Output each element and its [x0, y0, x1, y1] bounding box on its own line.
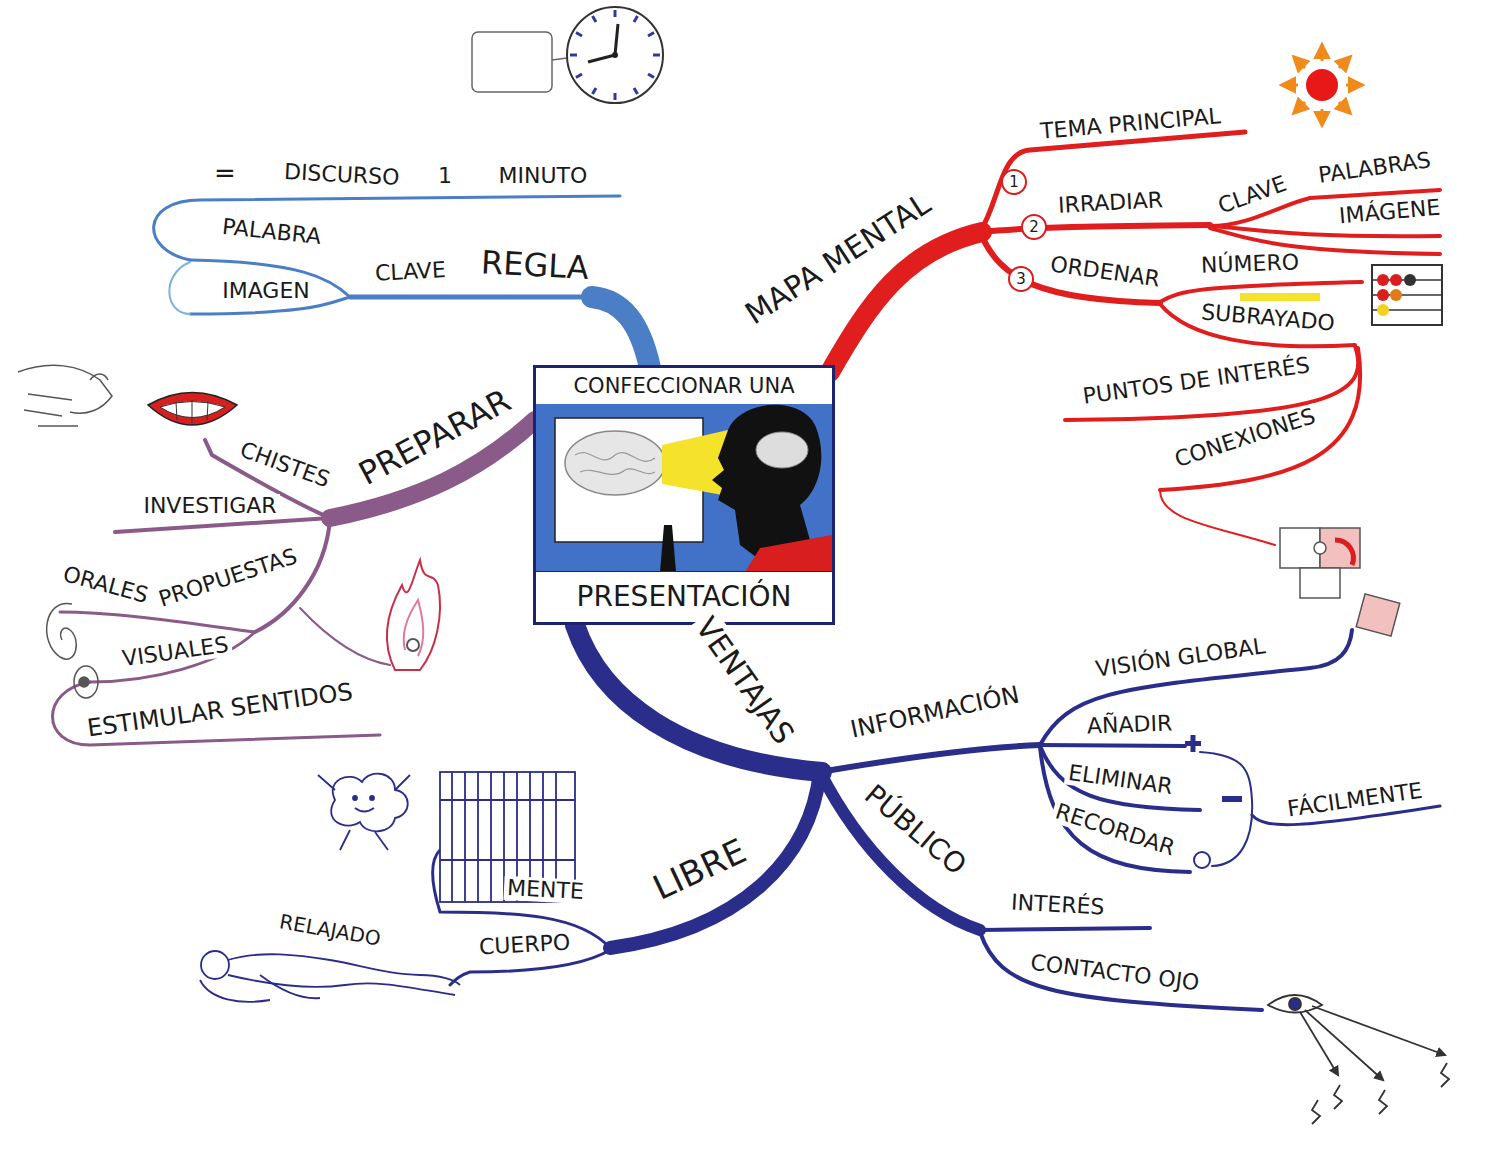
branch-keyword: PREPARAR: [351, 382, 519, 494]
branch-word: CLAVE: [371, 258, 449, 286]
branch-word: SUBRAYADO: [1197, 300, 1339, 336]
branch-word: IRRADIAR: [1054, 188, 1166, 218]
branch-word: CLAVE: [1212, 171, 1292, 220]
branch-keyword: MAPA MENTAL: [737, 184, 939, 331]
rule-branch: [154, 196, 650, 368]
branch-word: DISCURSO: [281, 160, 404, 191]
branch-word: RELAJADO: [275, 910, 385, 950]
central-topic-box: CONFECCIONAR UNA PRESENTACIÓN: [533, 365, 835, 625]
branch-word: MENTE: [503, 876, 587, 904]
advantages-branch: [433, 625, 1441, 1010]
relaxed-body-figure: [200, 951, 460, 1002]
clock-icon: [472, 7, 663, 103]
branch-keyword: PÚBLICO: [856, 777, 974, 883]
presenter-illustration: [536, 401, 832, 572]
highlight-mark: [1240, 293, 1320, 301]
smile-icon: [148, 393, 237, 426]
branch-word: 1: [435, 164, 455, 188]
branch-keyword: LIBRE: [645, 831, 755, 909]
branch-word: ELIMINAR: [1063, 760, 1176, 799]
callout-number-text: 3: [1016, 272, 1026, 287]
branch-word: FÁCILMENTE: [1283, 778, 1427, 822]
branch-word: PALABRAS: [1314, 148, 1435, 189]
branch-word: PUNTOS DE INTERÉS: [1078, 353, 1314, 410]
branch-word: CONTACTO OJO: [1026, 950, 1203, 995]
callout-number: 3: [1008, 266, 1034, 292]
branch-word: VISUALES: [117, 632, 232, 672]
flame-figure: [387, 560, 440, 670]
callout-number-text: 1: [1009, 175, 1019, 190]
branch-word: INFORMACIÓN: [845, 681, 1024, 744]
prepare-branch: [53, 420, 536, 745]
branch-word: PALABRA: [218, 214, 325, 249]
sun-icon: [1282, 45, 1362, 125]
branch-word: RECORDAR: [1049, 798, 1180, 861]
branch-word: =: [211, 159, 239, 188]
callout-number: 1: [1001, 169, 1027, 195]
branch-word: IMAGEN: [219, 279, 313, 303]
branch-word: MINUTO: [496, 164, 591, 188]
branch-word: ORALES: [57, 561, 153, 608]
abacus-icon: [1372, 265, 1442, 325]
branch-word: PROPUESTAS: [153, 543, 303, 612]
branch-word: VISIÓN GLOBAL: [1091, 634, 1270, 683]
topic-text: PRESENTACIÓN: [536, 572, 832, 622]
hand-icon: [18, 365, 112, 426]
branch-word: INTERÉS: [1008, 890, 1109, 919]
branch-word: IMÁGENE: [1335, 195, 1444, 228]
branch-word: CUERPO: [476, 930, 574, 959]
branch-word: AÑADIR: [1084, 711, 1176, 738]
branch-word: NÚMERO: [1198, 250, 1303, 278]
callout-number: 2: [1021, 214, 1047, 240]
eye-contact-figure: [1268, 995, 1449, 1124]
branch-word: TEMA PRINCIPAL: [1036, 104, 1224, 144]
branch-word: ESTIMULAR SENTIDOS: [83, 678, 358, 742]
ear-eye-icons: [47, 603, 98, 698]
plus-minus-symbols: [1185, 735, 1242, 868]
puzzle-icon: [1280, 528, 1400, 636]
branch-keyword: VENTAJAS: [688, 608, 802, 752]
topic-text: CONFECCIONAR UNA: [536, 368, 832, 404]
branch-word: INVESTIGAR: [140, 494, 279, 518]
branch-word: CONEXIONES: [1169, 403, 1321, 473]
callout-number-text: 2: [1029, 220, 1039, 235]
branch-word: ORDENAR: [1046, 252, 1164, 292]
branch-word: CHISTES: [234, 437, 336, 494]
branch-keyword: REGLA: [477, 245, 592, 286]
